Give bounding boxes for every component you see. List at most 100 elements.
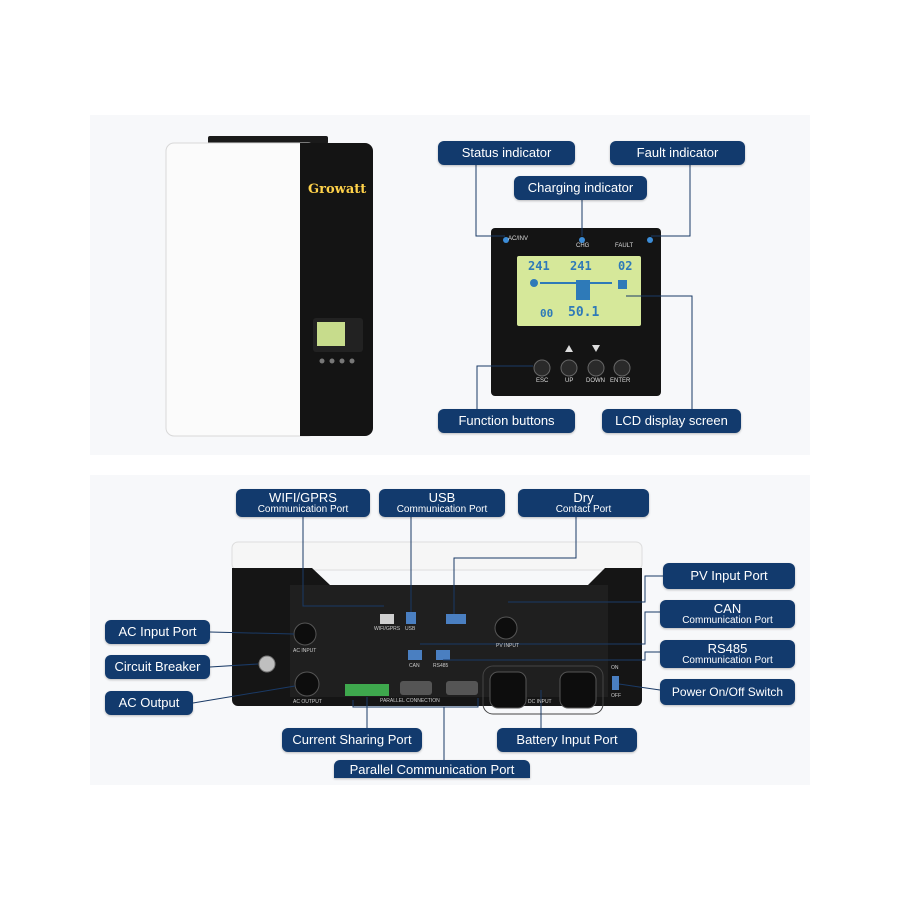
mark-usb: USB (405, 626, 416, 632)
button-label-down: DOWN (586, 378, 605, 384)
indicator-label-status: AC/INV (508, 236, 529, 242)
usb-port (406, 612, 416, 624)
label-usb-sub: Communication Port (396, 503, 488, 515)
charging-led (579, 237, 585, 243)
label-dry-sub: Contact Port (555, 503, 612, 515)
power-switch (612, 676, 619, 690)
label-lcd-display-screen: LCD display screen (602, 409, 741, 433)
label-ac-input-port: AC Input Port (105, 620, 210, 644)
label-charging-indicator-text: Charging indicator (527, 180, 634, 196)
esc-button (533, 359, 551, 377)
indicator-label-charging: CHG (576, 243, 590, 249)
label-pv-input-port: PV Input Port (663, 563, 795, 589)
label-can-sub: Communication Port (682, 614, 773, 626)
up-arrow-icon (565, 345, 573, 352)
label-circuit-breaker: Circuit Breaker (105, 655, 210, 679)
label-rs485: RS485 Communication Port (660, 640, 795, 668)
inverter-bottom (231, 541, 643, 715)
battery-terminal-negative (559, 671, 597, 709)
inverter-front-lcd-screen (317, 322, 345, 346)
battery-terminal-positive (489, 671, 527, 709)
display-panel (491, 228, 661, 396)
inverter-white-panel (165, 142, 317, 437)
label-parallel-comm-port: Parallel Communication Port (334, 760, 530, 778)
parallel-db9-port-2 (446, 681, 478, 695)
label-current-sharing-port-text: Current Sharing Port (292, 732, 412, 748)
label-wifi-gprs: WIFI/GPRS Communication Port (236, 489, 370, 517)
lcd-home-icon (618, 280, 627, 289)
label-status-indicator-text: Status indicator (461, 145, 552, 161)
mark-wifi-gprs: WIFI/GPRS (374, 626, 401, 632)
ac-input-connector (293, 622, 317, 646)
label-parallel-comm-port-text: Parallel Communication Port (349, 762, 515, 777)
inverter-button (319, 358, 325, 364)
label-can: CAN Communication Port (660, 600, 795, 628)
inverter-handle (208, 136, 328, 144)
pv-input-connector (494, 616, 518, 640)
inverter-button (349, 358, 355, 364)
label-ac-output: AC Output (105, 691, 193, 715)
lcd-readout-bottom-right: 50.1 (568, 305, 600, 320)
label-circuit-breaker-text: Circuit Breaker (114, 659, 201, 675)
label-ac-output-text: AC Output (118, 695, 180, 711)
status-led (503, 237, 509, 243)
label-usb-title: USB (428, 489, 456, 505)
bottom-port-plate (290, 585, 608, 697)
button-label-esc: ESC (536, 378, 549, 384)
label-rs485-title: RS485 (707, 640, 748, 656)
mark-can: CAN (409, 663, 420, 669)
top-leader-lines (475, 165, 693, 410)
fault-led (647, 237, 653, 243)
mark-on: ON (611, 665, 619, 671)
inverter-black-panel (300, 143, 373, 436)
label-fault-indicator-text: Fault indicator (636, 145, 719, 161)
label-fault-indicator: Fault indicator (610, 141, 745, 165)
dry-contact-port (446, 614, 466, 624)
can-port (408, 650, 422, 660)
indicator-label-fault: FAULT (615, 243, 634, 249)
wifi-port (380, 614, 394, 624)
mark-dc-input: DC INPUT (528, 699, 552, 705)
mark-pv-input: PV INPUT (496, 643, 520, 649)
mark-off: OFF (611, 693, 621, 699)
label-charging-indicator: Charging indicator (514, 176, 647, 200)
label-function-buttons-text: Function buttons (458, 413, 555, 429)
inverter-button (339, 358, 345, 364)
lcd-readout-right: 02 (618, 259, 633, 273)
button-label-up: UP (565, 378, 574, 384)
down-button (587, 359, 605, 377)
ac-output-connector (294, 671, 320, 697)
label-lcd-display-screen-text: LCD display screen (615, 413, 728, 429)
label-can-title: CAN (713, 600, 742, 616)
mark-ac-input: AC INPUT (293, 648, 317, 654)
lcd-readout-left: 241 (528, 259, 550, 273)
label-function-buttons: Function buttons (438, 409, 575, 433)
current-sharing-terminal (345, 684, 389, 696)
button-label-enter: ENTER (610, 378, 631, 384)
label-rs485-sub: Communication Port (682, 654, 773, 666)
lcd-readout-mid: 241 (570, 259, 592, 273)
label-dry-title: Dry (573, 489, 594, 505)
mark-parallel-connection: PARALLEL CONNECTION (380, 698, 440, 704)
label-battery-input-port-text: Battery Input Port (516, 732, 618, 748)
label-wifi-gprs-sub: Communication Port (257, 503, 349, 515)
mark-rs485: RS485 (433, 663, 449, 669)
label-current-sharing-port: Current Sharing Port (282, 728, 422, 752)
brand-logo: Growatt (308, 182, 367, 197)
label-power-switch-text: Power On/Off Switch (671, 684, 784, 699)
label-battery-input-port: Battery Input Port (497, 728, 637, 752)
label-wifi-gprs-title: WIFI/GPRS (269, 489, 337, 505)
parallel-db9-port-1 (400, 681, 432, 695)
label-dry-contact: Dry Contact Port (518, 489, 649, 517)
lcd-battery-icon (576, 280, 590, 300)
label-ac-input-port-text: AC Input Port (118, 624, 197, 640)
label-status-indicator: Status indicator (438, 141, 575, 165)
mark-ac-output: AC OUTPUT (293, 699, 322, 705)
label-power-switch: Power On/Off Switch (660, 679, 795, 705)
down-arrow-icon (592, 345, 600, 352)
lcd-pv-icon (530, 279, 538, 287)
enter-button (613, 359, 631, 377)
bottom-leader-lines (192, 517, 663, 762)
circuit-breaker (258, 655, 276, 673)
